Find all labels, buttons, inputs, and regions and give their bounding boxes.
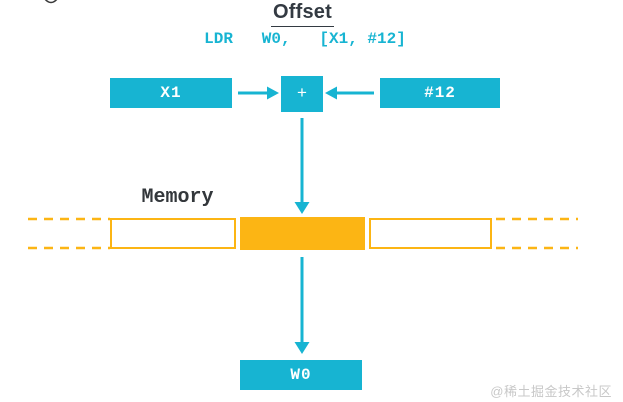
assembly-instruction: LDR W0, [X1, #12] — [204, 30, 406, 48]
memory-label: Memory — [141, 186, 214, 209]
memory-dashes-right — [496, 217, 578, 250]
destination-register-box: W0 — [240, 360, 362, 390]
arrow-x1-to-plus — [238, 86, 279, 100]
arrow-imm-to-plus — [325, 86, 374, 100]
memory-cell-left — [110, 218, 236, 249]
page-title: Offset — [240, 1, 365, 27]
page-title-text: Offset — [271, 1, 334, 27]
adder-box: + — [281, 76, 323, 112]
memory-dashes-left — [28, 217, 110, 250]
arrow-memory-to-w0 — [294, 257, 310, 354]
memory-cell-target — [240, 217, 365, 250]
cropped-text-fragment — [44, 0, 58, 4]
arrow-plus-to-memory — [294, 118, 310, 214]
immediate-offset-box: #12 — [380, 78, 500, 108]
memory-cell-right — [369, 218, 492, 249]
base-register-box: X1 — [110, 78, 232, 108]
watermark: @稀土掘金技术社区 — [490, 384, 612, 399]
